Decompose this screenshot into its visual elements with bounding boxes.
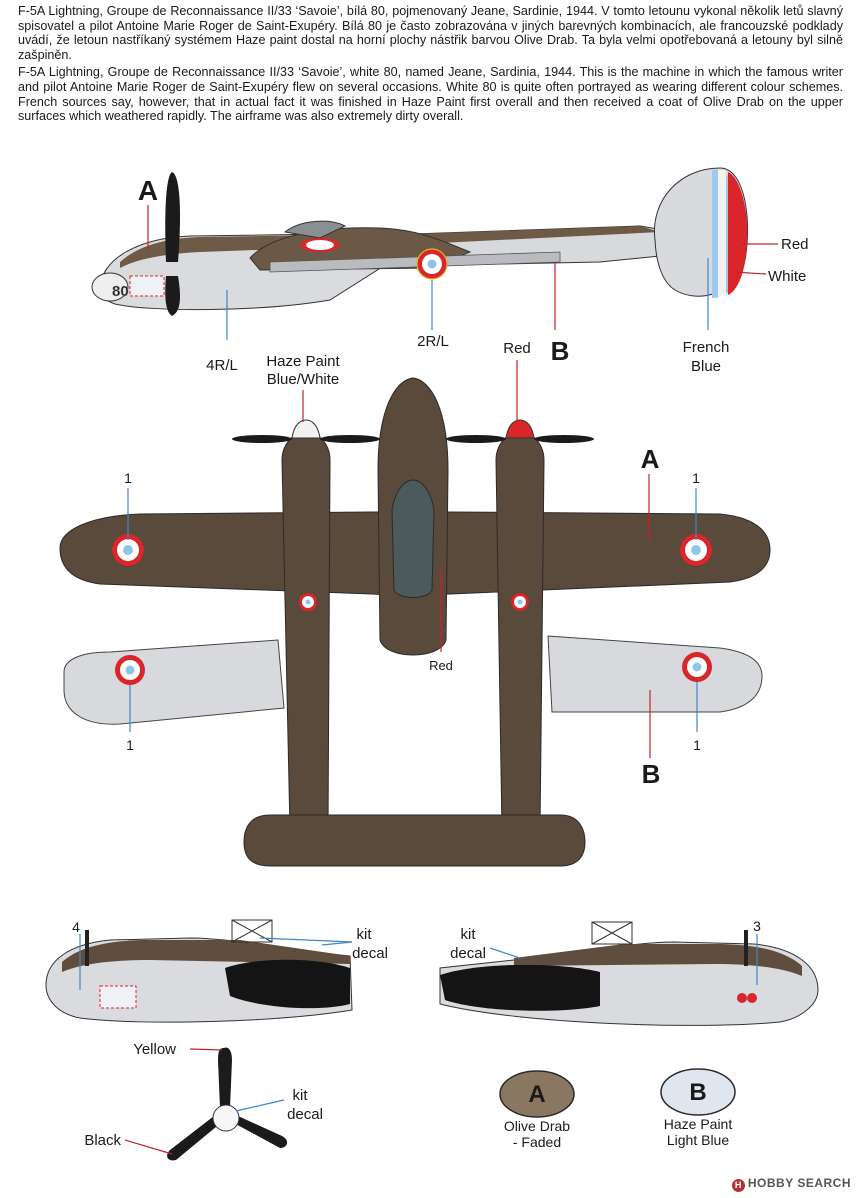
side-label-a: A	[138, 175, 158, 206]
top-roundel-label-left: 1	[124, 470, 132, 486]
side-fin-red	[728, 172, 748, 295]
side-prop-lower	[165, 276, 180, 316]
prop-yellow: Yellow	[133, 1041, 176, 1058]
top-view: Haze Paint Blue/White Red A 1 1 Red	[59, 340, 771, 867]
propeller-detail: Yellow kit decal Black	[84, 1041, 323, 1161]
legend-b-name2: Light Blue	[667, 1132, 729, 1148]
side-wing	[269, 251, 561, 273]
top-haze-line1: Haze Paint	[266, 353, 340, 370]
top-label-a: A	[641, 444, 660, 474]
prop-kit: kit	[293, 1087, 309, 1104]
nose-right-decal: decal	[450, 945, 486, 962]
top-roundel-right	[680, 534, 712, 566]
side-nose-number: 80	[112, 283, 129, 300]
top-spinner-right	[505, 419, 535, 439]
nose-left-kit: kit	[357, 926, 373, 943]
top-boom-roundel-left	[299, 593, 317, 611]
bottom-wing-left	[63, 639, 285, 725]
top-boom-left	[281, 429, 331, 831]
side-nose-decal	[129, 275, 165, 297]
legend-a-name1: Olive Drab	[504, 1118, 570, 1134]
nose-right-kit: kit	[461, 926, 477, 943]
top-haze-line2: Blue/White	[267, 371, 340, 388]
bottom-roundel-right	[682, 652, 712, 682]
top-boom-roundel-right	[511, 593, 529, 611]
side-prop-upper	[165, 172, 180, 262]
side-callout-french: French	[683, 339, 730, 356]
top-roundel-left	[112, 534, 144, 566]
nose-view-left: 4 kit decal	[45, 919, 388, 1023]
bottom-roundel-label-left: 1	[126, 737, 134, 753]
bottom-label-b: B	[642, 759, 661, 789]
top-roundel-label-right: 1	[692, 470, 700, 486]
color-legend: A Olive Drab - Faded B Haze Paint Light …	[499, 1068, 736, 1150]
legend-a-name2: - Faded	[513, 1134, 561, 1150]
side-callout-white: White	[768, 268, 806, 285]
intro-czech: F-5A Lightning, Groupe de Reconnaissance…	[18, 4, 843, 62]
top-boom-right	[495, 429, 545, 831]
bottom-roundel-label-right: 1	[693, 737, 701, 753]
nose-view-right: 3 kit decal	[439, 918, 819, 1026]
side-canopy	[283, 220, 347, 239]
legend-b: B Haze Paint Light Blue	[660, 1068, 736, 1148]
legend-b-letter: B	[689, 1079, 706, 1106]
side-callout-blue: Blue	[691, 358, 721, 375]
prop-black: Black	[84, 1132, 121, 1149]
bottom-roundel-left	[115, 655, 145, 685]
side-spinner	[91, 272, 129, 302]
legend-a-letter: A	[528, 1081, 545, 1108]
top-spinner-red: Red	[503, 340, 531, 357]
side-fin-white	[718, 170, 726, 297]
bottom-wings: 1 1 B	[63, 635, 763, 789]
side-callout-4rl: 4R/L	[206, 357, 238, 374]
nose-left-decal: decal	[352, 945, 388, 962]
side-profile: 80 A B 4R/L 2R/L Red White French Blue	[91, 167, 809, 375]
legend-b-name1: Haze Paint	[664, 1116, 733, 1132]
legend-a: A Olive Drab - Faded	[499, 1070, 575, 1150]
nose-left-number: 4	[72, 919, 80, 935]
prop-decal: decal	[287, 1106, 323, 1123]
nose-right-number: 3	[753, 918, 761, 934]
bottom-wing-right	[547, 635, 763, 713]
side-callout-2rl: 2R/L	[417, 333, 449, 350]
watermark-text: HOBBY SEARCH	[747, 1176, 851, 1190]
intro-text: F-5A Lightning, Groupe de Reconnaissance…	[18, 4, 843, 127]
top-centre-red: Red	[429, 658, 453, 673]
top-spinner-left	[291, 419, 321, 439]
watermark-logo-icon: H	[731, 1179, 745, 1192]
side-label-b: B	[551, 336, 570, 366]
intro-english: F-5A Lightning, Groupe de Reconnaissance…	[18, 65, 843, 124]
top-canopy	[391, 479, 435, 598]
side-callout-red: Red	[781, 236, 809, 253]
top-tailplane	[243, 814, 586, 867]
